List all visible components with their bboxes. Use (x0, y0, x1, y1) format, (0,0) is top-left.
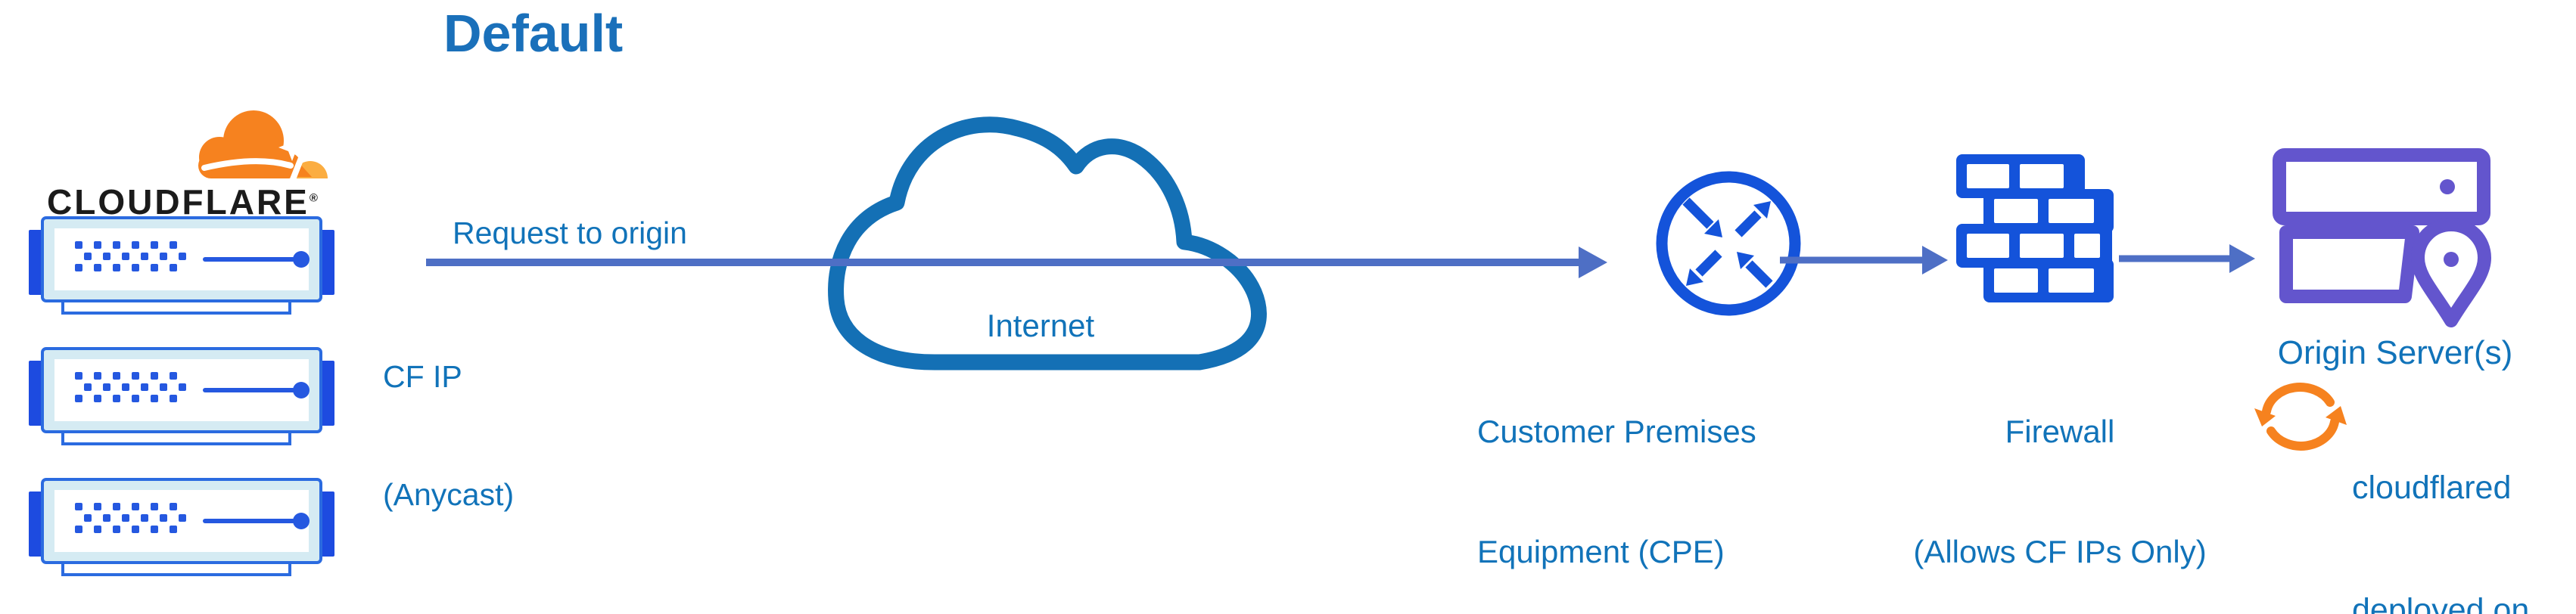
origin-server-icon (2272, 148, 2493, 330)
registered-mark: ® (309, 191, 318, 205)
request-to-origin-label: Request to origin (453, 216, 687, 250)
firewall-label-line2: (Allows CF IPs Only) (1913, 534, 2207, 569)
edge-server-icon (29, 478, 334, 576)
server-vent-dots (75, 241, 186, 271)
server-vent-dots (75, 503, 186, 533)
cpe-label: Customer Premises Equipment (CPE) (1477, 331, 1756, 614)
origin-label: Origin Server(s) (2277, 334, 2513, 371)
cloudflared-label: cloudflared deployed on servers (2352, 386, 2529, 614)
edge-server-1 (29, 216, 334, 316)
cpe-label-line2: Equipment (CPE) (1477, 534, 1725, 569)
edge-server-icon (29, 347, 334, 445)
edge-server-2 (29, 347, 334, 447)
cloudflare-logo (182, 95, 386, 185)
edge-server-3 (29, 478, 334, 578)
arrow-firewall-to-origin (2119, 244, 2255, 273)
cloudflared-label-line1: cloudflared (2352, 470, 2512, 506)
cf-ip-label-line2: (Anycast) (383, 477, 515, 512)
cloudflare-brand-text: CLOUDFLARE (47, 182, 310, 222)
firewall-label-line1: Firewall (2005, 414, 2115, 449)
edge-server-icon (29, 216, 334, 315)
page-title: Default (443, 4, 624, 63)
cloudflared-label-line2: deployed on (2352, 592, 2530, 614)
cpe-label-line1: Customer Premises (1477, 414, 1756, 449)
cloudflare-wordmark: CLOUDFLARE® (47, 181, 318, 222)
sync-icon (2252, 378, 2350, 457)
firewall-label: Firewall (Allows CF IPs Only) (1901, 331, 2219, 614)
internet-label: Internet (986, 308, 1095, 343)
internet-cloud-icon (814, 112, 1268, 371)
server-vent-dots (75, 372, 186, 402)
cf-ip-anycast-label: CF IP (Anycast) (383, 278, 514, 593)
cpe-router-icon (1650, 165, 1807, 322)
firewall-icon (1955, 154, 2115, 304)
cloudflare-cloud-icon (198, 110, 328, 182)
location-pin-icon (2411, 218, 2491, 327)
cf-ip-label-line1: CF IP (383, 359, 462, 394)
